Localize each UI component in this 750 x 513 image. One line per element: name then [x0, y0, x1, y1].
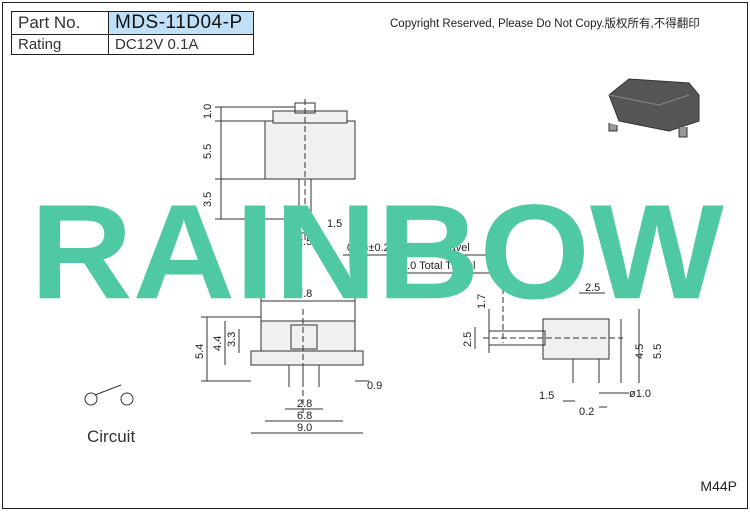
- dim-side-a: 2.5: [585, 282, 600, 294]
- rainbow-watermark: RAINBOW: [30, 176, 724, 327]
- dim-front-h2: 4.4: [212, 336, 224, 351]
- rating-label: Rating: [11, 34, 109, 55]
- part-render-image: [608, 78, 700, 138]
- circuit-label: Circuit: [87, 427, 136, 446]
- title-block: Part No. MDS-11D04-P Rating DC12V 0.1A: [11, 11, 254, 55]
- dim-top-2: 5.5: [202, 144, 214, 159]
- side-view: [474, 292, 640, 408]
- dim-side-g: ø1.0: [629, 388, 651, 400]
- front-view: [201, 295, 369, 434]
- dim-side-c: 2.5: [462, 332, 474, 347]
- total-travel: 2.0 Total Travel: [401, 260, 475, 272]
- dim-front-h3: 3.3: [226, 332, 238, 347]
- dim-side-b: 1.7: [476, 294, 488, 309]
- travel-dimensions: [343, 243, 504, 343]
- dim-front-w3: 6.8: [297, 410, 312, 422]
- watermark-text: RAINBOW: [30, 176, 724, 327]
- contact-travel: 0.55±0.25 Contact Travel: [347, 242, 470, 254]
- dim-side-f: 1.5: [539, 390, 554, 402]
- dim-front-w2: 2.8: [297, 398, 312, 410]
- dim-top-1: 1.0: [202, 104, 214, 119]
- top-view: [215, 99, 356, 243]
- dim-top-4: 2.5: [297, 236, 312, 248]
- dim-top-5: 1.5: [327, 218, 342, 230]
- drawing-code: M44P: [700, 478, 737, 494]
- dim-side-e: 5.5: [652, 344, 664, 359]
- circuit-symbol: [84, 384, 134, 406]
- part-no-value: MDS-11D04-P: [108, 11, 254, 35]
- rating-value: DC12V 0.1A: [108, 34, 254, 55]
- dim-front-h1: 5.4: [194, 344, 206, 359]
- dim-front-w1: 7.8: [297, 288, 312, 300]
- dim-front-w4: 9.0: [297, 422, 312, 434]
- dim-side-h: 0.2: [579, 406, 594, 418]
- copyright-notice: Copyright Reserved, Please Do Not Copy.版…: [390, 18, 700, 30]
- dim-top-3: 3.5: [202, 192, 214, 207]
- dim-side-d: 4.5: [634, 344, 646, 359]
- technical-drawing: 1.0 5.5 3.5 2.5 1.5 0.55±0.25 Contact Tr…: [84, 78, 700, 434]
- dim-front-w5: 0.9: [367, 380, 382, 392]
- part-no-label: Part No.: [11, 11, 109, 35]
